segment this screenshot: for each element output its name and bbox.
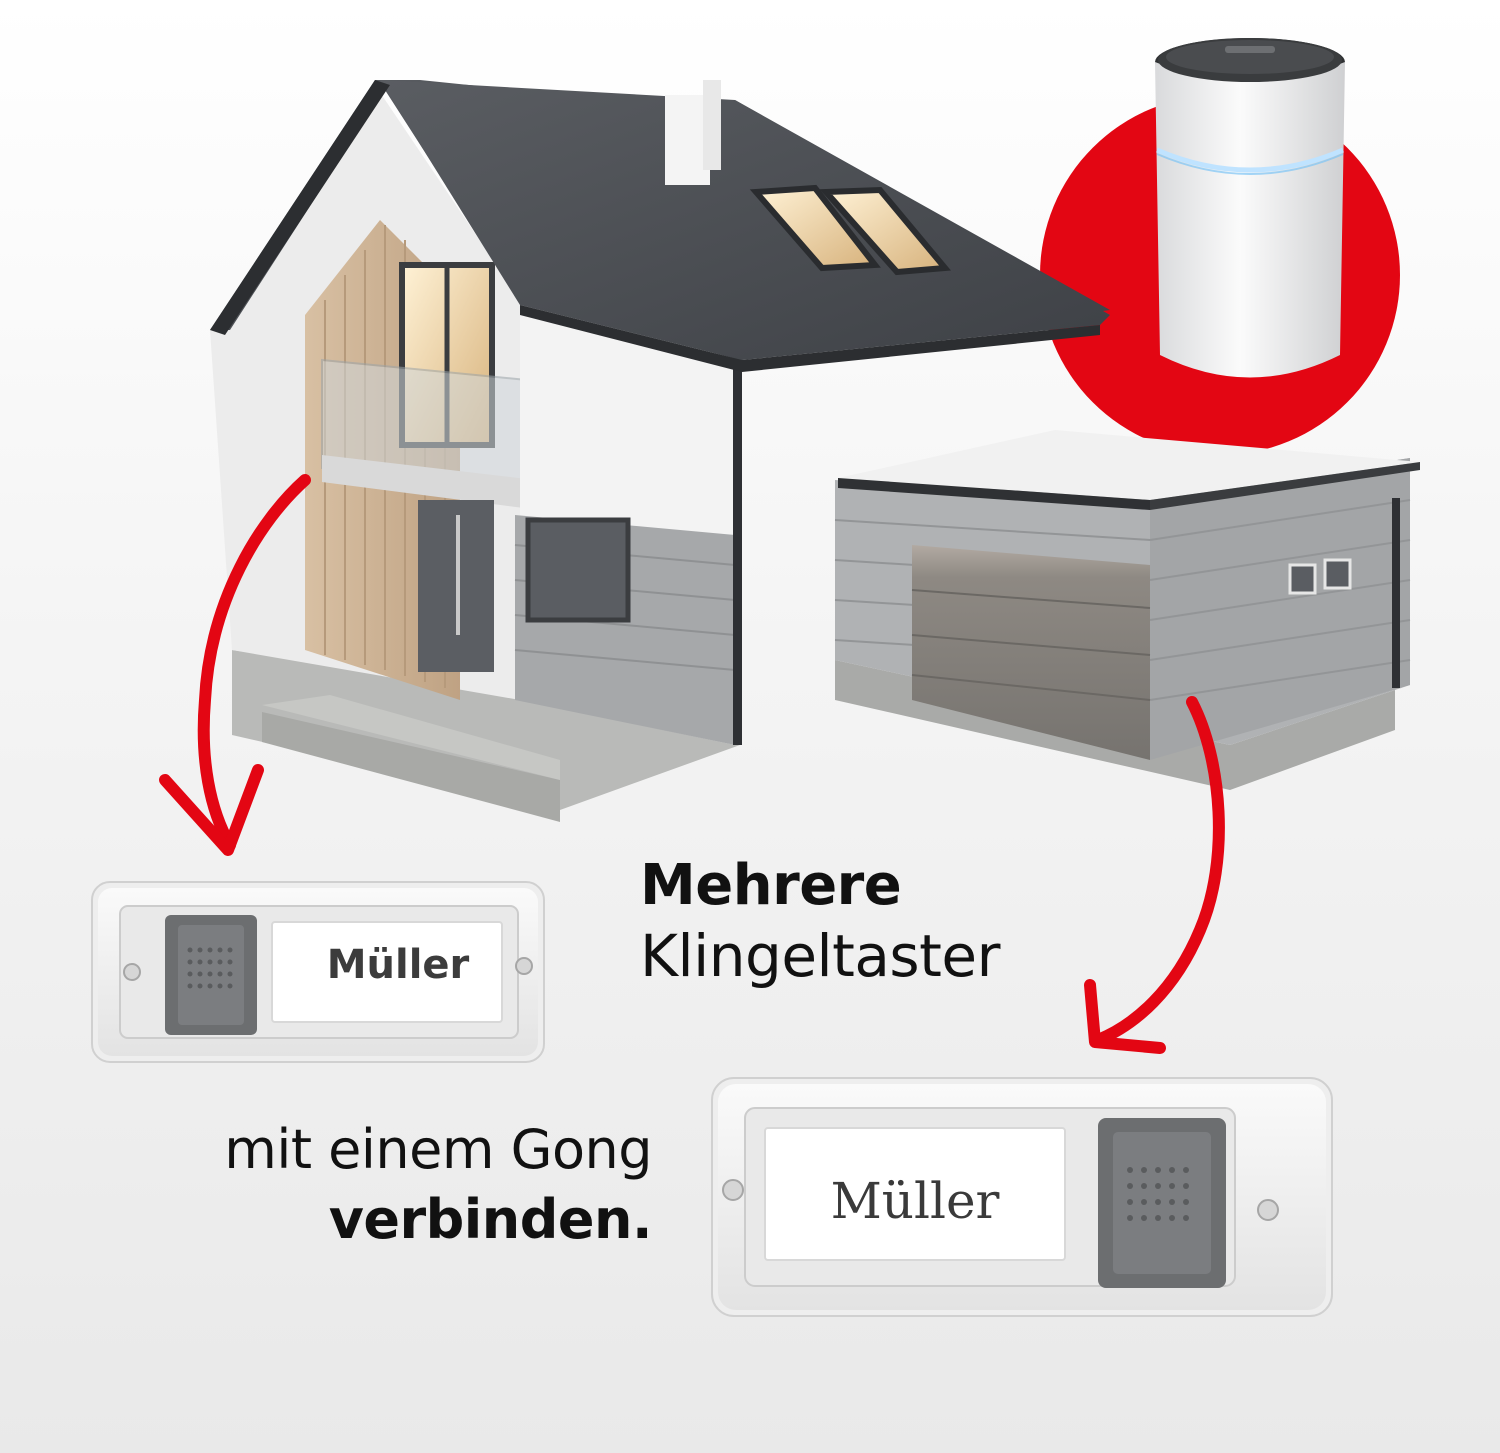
doorbell-left [91, 881, 545, 1063]
headline-line-2: Klingeltaster [640, 922, 1000, 990]
gong-speaker [1155, 38, 1345, 378]
house-illustration [210, 80, 1420, 822]
headline: Mehrere Klingeltaster [640, 852, 1200, 992]
doorbell-left-nameplate: Müller [326, 942, 470, 988]
tagline: mit einem Gong verbinden. [100, 1115, 652, 1255]
tagline-line-1: mit einem Gong [224, 1118, 652, 1181]
arrow-right-icon [1084, 696, 1225, 1054]
tagline-line-2: verbinden. [328, 1188, 653, 1251]
doorbell-right-nameplate: Müller [830, 1172, 1000, 1230]
arrow-left-icon [159, 474, 311, 856]
doorbell-right [711, 1077, 1333, 1317]
headline-line-1: Mehrere [640, 853, 902, 918]
